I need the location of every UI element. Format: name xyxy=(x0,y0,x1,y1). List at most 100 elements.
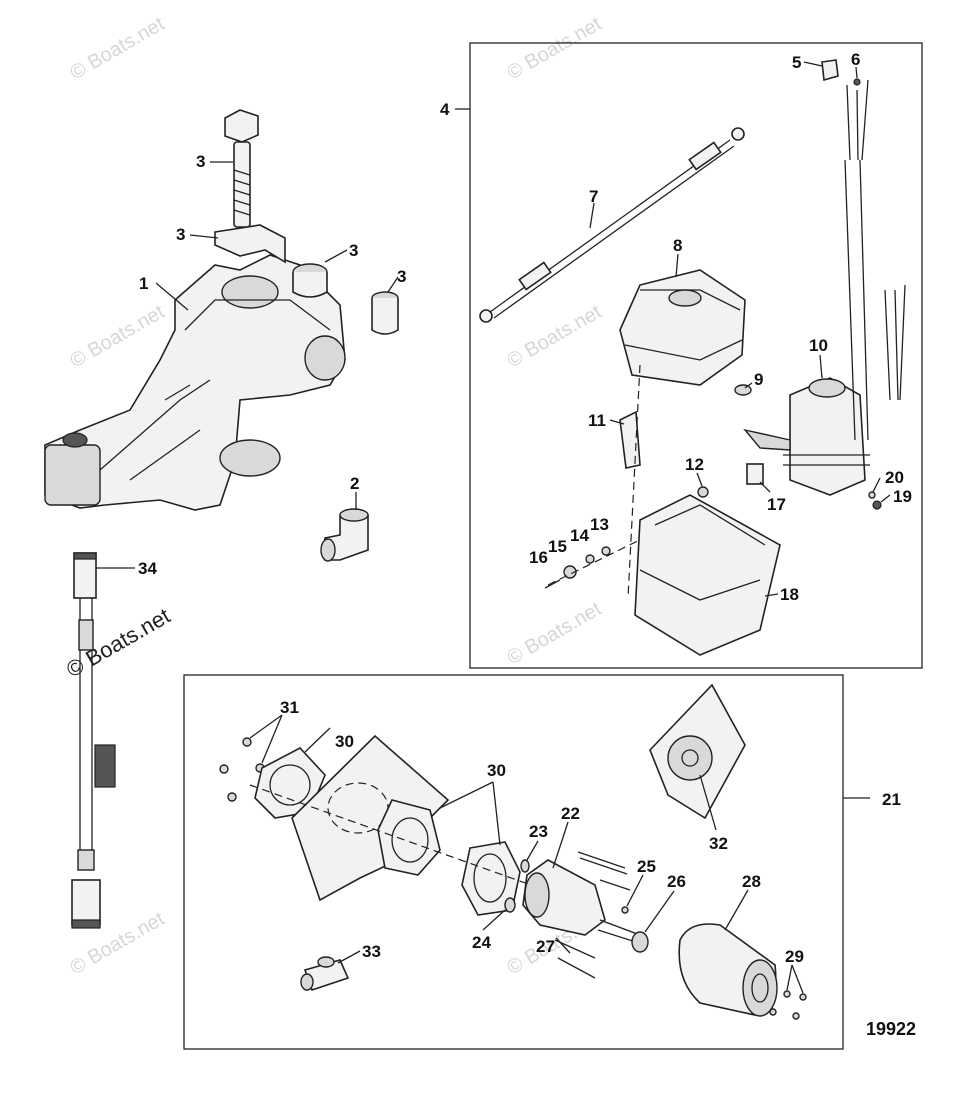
leader-1 xyxy=(155,282,189,311)
leader-23 xyxy=(526,840,539,861)
callout-15: 15 xyxy=(548,537,567,556)
screw-part xyxy=(783,990,791,998)
mounting-plate-part xyxy=(667,735,713,781)
cable-part xyxy=(479,127,745,323)
callout-19: 19 xyxy=(893,487,912,506)
callout-3: 3 xyxy=(349,241,358,260)
leader-29 xyxy=(786,964,804,994)
callout-27: 27 xyxy=(536,937,555,956)
callout-10: 10 xyxy=(809,336,828,355)
leader-12 xyxy=(696,472,703,487)
bracket-clip-part xyxy=(619,410,641,469)
callout-9: 9 xyxy=(754,370,763,389)
wiring-harness-part xyxy=(71,552,116,929)
callout-3: 3 xyxy=(397,267,406,286)
housing-part xyxy=(634,494,781,656)
callout-32: 32 xyxy=(709,834,728,853)
callout-24: 24 xyxy=(472,933,491,952)
leader-18 xyxy=(764,593,779,597)
screw-part xyxy=(544,579,561,589)
leader-31 xyxy=(249,714,283,764)
callout-25: 25 xyxy=(637,857,656,876)
leader-3c xyxy=(324,249,348,263)
mounting-plate-hole xyxy=(681,749,699,767)
callout-3: 3 xyxy=(196,152,205,171)
retainer-clip-part xyxy=(214,224,286,264)
callout-31: 31 xyxy=(280,698,299,717)
leader-7 xyxy=(589,202,595,229)
screw-part xyxy=(697,486,709,498)
callout-21: 21 xyxy=(882,790,901,809)
washer-part xyxy=(621,906,629,914)
callout-18: 18 xyxy=(780,585,799,604)
leader-3b xyxy=(189,234,219,239)
leader-20 xyxy=(872,477,881,493)
screw-part xyxy=(792,1012,800,1020)
gasket-hole xyxy=(391,817,429,863)
leader-28 xyxy=(724,889,749,931)
nut-part xyxy=(601,546,611,556)
nut-part xyxy=(872,500,882,510)
steering-bracket-part xyxy=(44,254,346,511)
leader-11 xyxy=(609,419,625,425)
callout-17: 17 xyxy=(767,495,786,514)
callout-11: 11 xyxy=(588,411,606,430)
leader-27 xyxy=(555,937,571,954)
callout-7: 7 xyxy=(589,187,598,206)
gasket-hole xyxy=(473,853,507,903)
nut-part xyxy=(242,737,252,747)
leader-32 xyxy=(699,774,717,831)
leader-26 xyxy=(644,890,675,933)
leader-22 xyxy=(552,821,569,869)
figure-number: 19922 xyxy=(866,1019,916,1039)
callout-30: 30 xyxy=(487,761,506,780)
callout-28: 28 xyxy=(742,872,761,891)
leader-33 xyxy=(337,950,361,964)
clamp-part xyxy=(734,384,752,396)
callout-16: 16 xyxy=(529,548,548,567)
cover-part xyxy=(619,269,746,386)
leader-30a xyxy=(304,727,331,753)
callout-14: 14 xyxy=(570,526,589,545)
nozzle-cone-part xyxy=(678,923,778,1017)
kit-21-frame xyxy=(183,674,844,1050)
gasket-part xyxy=(377,799,441,876)
leader-5 xyxy=(803,61,823,67)
nut-part xyxy=(219,764,229,774)
callout-29: 29 xyxy=(785,947,804,966)
grommet-part xyxy=(563,565,577,579)
callout-3: 3 xyxy=(176,225,185,244)
clip-part xyxy=(821,59,839,82)
leader-10 xyxy=(819,354,823,379)
grommet-part xyxy=(746,463,764,485)
callout-12: 12 xyxy=(685,455,704,474)
watermark: © Boats.net xyxy=(67,301,169,373)
pump-body-part xyxy=(522,859,641,943)
callout-4: 4 xyxy=(440,100,450,119)
screw-part xyxy=(554,939,596,979)
screw-part xyxy=(799,993,807,1001)
tee-fitting-part xyxy=(300,956,350,992)
watermark: © Boats.net xyxy=(504,13,606,85)
bushing-part xyxy=(371,291,399,335)
callout-26: 26 xyxy=(667,872,686,891)
callout-13: 13 xyxy=(590,515,609,534)
callout-20: 20 xyxy=(885,468,904,487)
callout-23: 23 xyxy=(529,822,548,841)
bushing-flanged-part xyxy=(292,263,328,298)
o-ring-part xyxy=(504,897,516,913)
washer-part xyxy=(585,554,595,564)
callout-5: 5 xyxy=(792,53,801,72)
watermark: © Boats.net xyxy=(504,598,606,670)
elbow-fitting-part xyxy=(320,508,369,562)
leader-9 xyxy=(744,382,753,389)
gasket-hole xyxy=(269,764,311,806)
washer-part xyxy=(868,491,876,499)
screw-part xyxy=(599,879,631,891)
callout-1: 1 xyxy=(139,274,148,293)
leader-6 xyxy=(855,66,858,79)
callout-22: 22 xyxy=(561,804,580,823)
leader-17 xyxy=(759,481,771,493)
leader-25 xyxy=(626,874,644,907)
